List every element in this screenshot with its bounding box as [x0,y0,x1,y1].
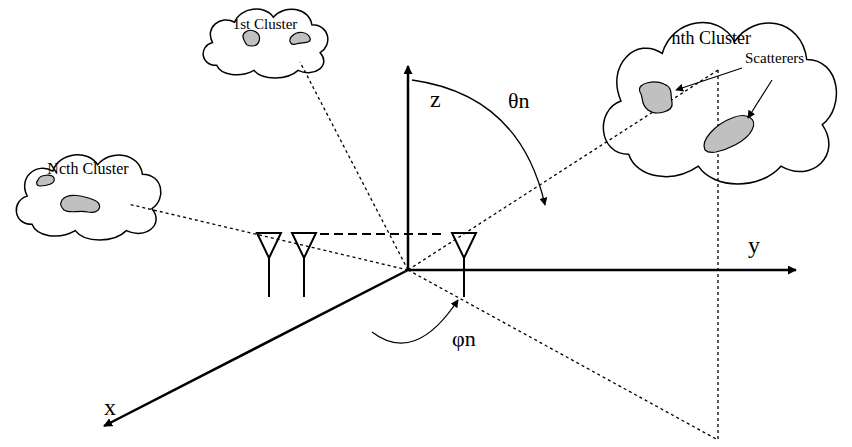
ray-lines [128,62,718,440]
cluster-cloud: nth Cluster [590,6,848,184]
axis-label: y [748,232,760,259]
callout-label: Scatterers [745,50,804,67]
angle-arcs [372,80,545,343]
cluster-label: 1st Cluster [233,16,298,33]
cluster-label: nth Cluster [672,28,752,49]
angle-label: φn [452,326,476,352]
axis-label: x [104,394,116,421]
cluster-label: Ncth Cluster [47,160,128,178]
axes [104,66,796,426]
cluster-cloud: 1st Cluster [196,2,334,78]
angle-label: θn [508,88,530,114]
leader-arrows [676,68,772,118]
scatterers [37,30,754,212]
axis-label: z [430,86,441,113]
antenna-array [257,233,476,297]
cluster-cloud: Ncth Cluster [8,146,168,240]
cloud-outline [196,2,334,78]
